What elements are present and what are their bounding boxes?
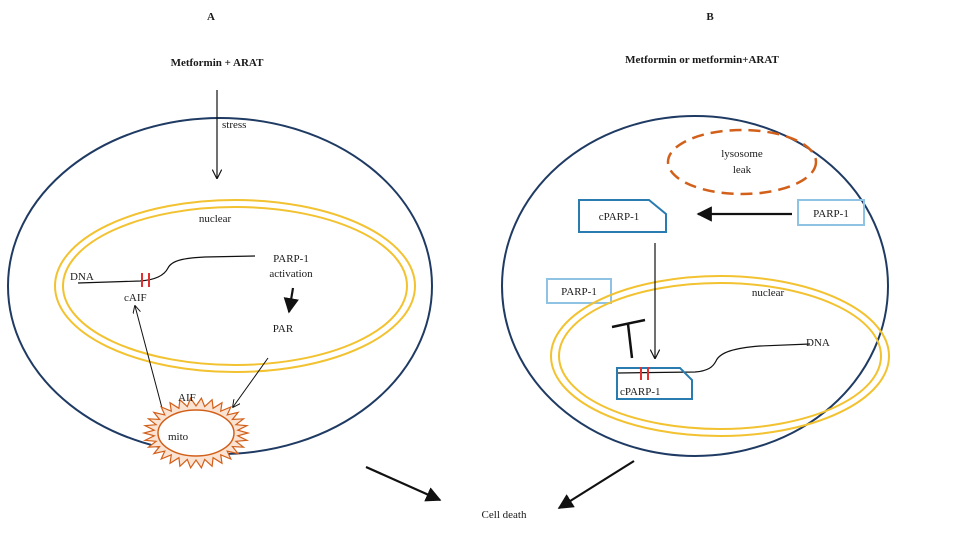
inhibition-bar <box>611 318 646 329</box>
panel-a-label: A <box>207 11 215 23</box>
inhibition-stem <box>626 323 634 359</box>
nuclear-a-label: nuclear <box>199 213 232 225</box>
cparp-top-label: cPARP-1 <box>599 211 640 223</box>
lysosome-label-line1: lysosome <box>721 148 763 160</box>
parp-left-box <box>546 278 612 304</box>
parp-left-label: PARP-1 <box>561 286 597 298</box>
mitochondrion <box>141 396 251 470</box>
dna-strand-a <box>77 255 256 284</box>
dna-strand-b <box>617 343 811 374</box>
par-label: PAR <box>273 323 294 335</box>
cell-b <box>501 115 889 457</box>
dna-a-label: DNA <box>70 271 94 283</box>
cell-b-death-arrow <box>557 460 635 509</box>
parp-activation-line1: PARP-1 <box>273 253 309 265</box>
panel-b-treatment: Metformin or metformin+ARAT <box>625 54 779 66</box>
parp-right-box <box>797 199 865 226</box>
nuclear-b-label: nuclear <box>752 287 785 299</box>
nucleus-b-outer <box>550 275 890 437</box>
aif-label: AIF <box>178 392 196 404</box>
cell-a-death-arrow <box>365 465 442 502</box>
panel-a-treatment: Metformin + ARAT <box>171 57 264 69</box>
caif-label: cAIF <box>124 292 147 304</box>
nucleus-a-outer <box>54 199 416 373</box>
cparp-bottom-label: cPARP-1 <box>620 386 661 398</box>
dna-b-label: DNA <box>806 337 830 349</box>
mito-inner-ring <box>157 409 235 457</box>
parp-activation-line2: activation <box>269 268 313 280</box>
cparp-bottom-box <box>616 367 693 400</box>
lysosome <box>666 128 818 196</box>
parp-right-label: PARP-1 <box>813 208 849 220</box>
cparp-top-box <box>578 199 667 233</box>
nucleus-a-inner <box>62 206 408 366</box>
par-to-mito-arrow <box>233 357 269 407</box>
lysosome-label-line2: leak <box>733 164 752 176</box>
mito-label: mito <box>168 431 189 443</box>
parp-to-par-arrow <box>283 287 299 314</box>
aif-to-nucleus-arrow <box>135 306 163 409</box>
nucleus-b-inner <box>558 282 882 430</box>
cell-death-label: Cell death <box>482 509 527 521</box>
panel-b-label: B <box>706 11 714 23</box>
stress-label: stress <box>222 119 246 131</box>
